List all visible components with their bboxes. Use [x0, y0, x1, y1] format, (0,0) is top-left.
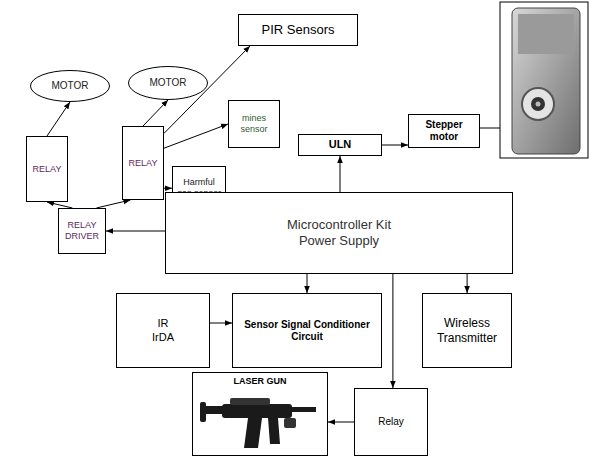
driver-box: ULN: [298, 134, 382, 156]
relay-box: Relay: [354, 388, 428, 456]
node-label: MOTOR: [149, 77, 186, 89]
connector-arrow: [382, 145, 408, 146]
node-label: RELAY: [129, 158, 158, 169]
motor-box: Stepper motor: [408, 114, 480, 148]
motor-ellipse: MOTOR: [30, 70, 110, 102]
driver-box: RELAY DRIVER: [58, 208, 106, 254]
connector-arrow: [307, 274, 308, 293]
connector-arrow: [106, 231, 165, 232]
node-label: MOTOR: [51, 80, 88, 92]
node-label: Sensor Signal Conditioner Circuit: [236, 319, 378, 343]
relay-box: RELAY: [122, 126, 164, 200]
node-label: RELAY: [33, 164, 62, 175]
connector-arrow: [328, 422, 354, 423]
connector-arrow: [467, 274, 468, 293]
ir-box: IRIrDA: [116, 293, 210, 368]
node-label: Power Supply: [299, 233, 379, 249]
connector-arrow: [143, 100, 168, 126]
node-label: Wireless Transmitter: [426, 316, 508, 345]
controller-box: Microcontroller KitPower Supply: [165, 192, 513, 274]
connector-arrow: [392, 274, 393, 388]
node-label: mines sensor: [232, 113, 276, 135]
node-label: IrDA: [152, 331, 174, 344]
relay-box: RELAY: [26, 136, 68, 202]
sensor-box: PIR Sensors: [238, 14, 358, 46]
gun-box: LASER GUN: [192, 372, 328, 456]
node-label: IR: [158, 317, 169, 330]
connector-arrow: [47, 102, 70, 136]
transmitter-box: Wireless Transmitter: [422, 293, 512, 368]
connector-arrow: [210, 323, 232, 324]
connector-arrow: [340, 156, 341, 192]
leader-line: [480, 128, 500, 129]
connector-arrow: [164, 188, 172, 189]
connector-arrow: [164, 124, 228, 148]
connector-arrow: [96, 200, 130, 208]
conditioner-box: Sensor Signal Conditioner Circuit: [232, 293, 382, 368]
stepper-photo: [500, 2, 588, 158]
node-label: Microcontroller Kit: [287, 217, 391, 233]
gun-picture: [200, 398, 316, 448]
node-label: PIR Sensors: [262, 22, 335, 38]
node-label: Relay: [378, 416, 404, 428]
node-label: Stepper motor: [412, 119, 476, 143]
motor-ellipse: MOTOR: [128, 66, 208, 100]
node-label: RELAY DRIVER: [62, 220, 102, 242]
node-label: LASER GUN: [233, 376, 286, 387]
sensor-box: mines sensor: [228, 100, 280, 148]
node-label: ULN: [329, 138, 352, 151]
